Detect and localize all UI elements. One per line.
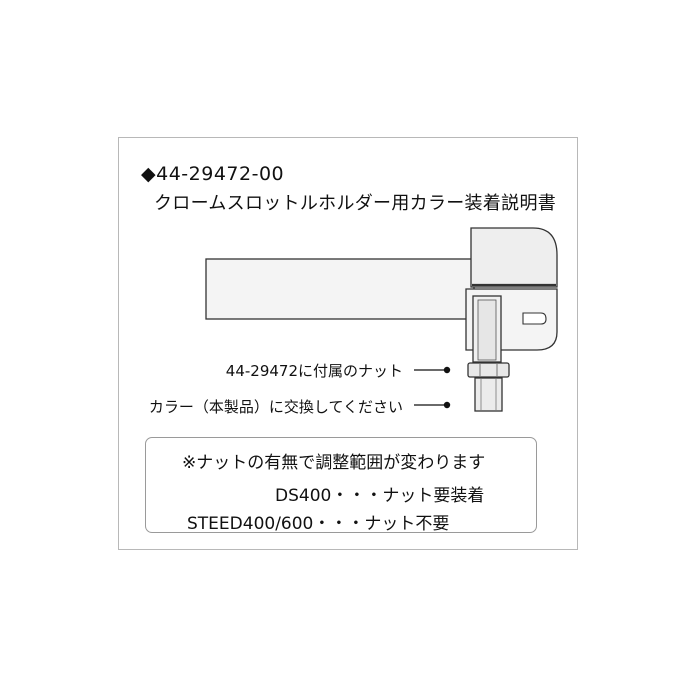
callout-nut-label: 44-29472に付属のナット <box>225 362 403 380</box>
holder-upper-body <box>470 227 558 288</box>
holder-slot <box>522 312 547 325</box>
collar <box>474 377 503 412</box>
grip-tube <box>205 258 475 320</box>
adjuster-bracket-inner <box>477 299 497 361</box>
note-box <box>145 437 537 533</box>
leader-dot-collar <box>443 401 451 409</box>
manual-title: クロームスロットルホルダー用カラー装着説明書 <box>154 193 557 214</box>
nut <box>467 362 510 378</box>
callout-collar-label: カラー（本製品）に交換してください <box>148 398 403 416</box>
note-line-steed: STEED400/600・・・ナット不要 <box>187 514 450 534</box>
part-number: ◆44-29472-00 <box>141 163 285 185</box>
leader-dot-nut <box>443 366 451 374</box>
note-line-ds400: DS400・・・ナット要装着 <box>275 486 485 506</box>
note-line-adjust-range: ※ナットの有無で調整範囲が変わります <box>182 453 486 473</box>
